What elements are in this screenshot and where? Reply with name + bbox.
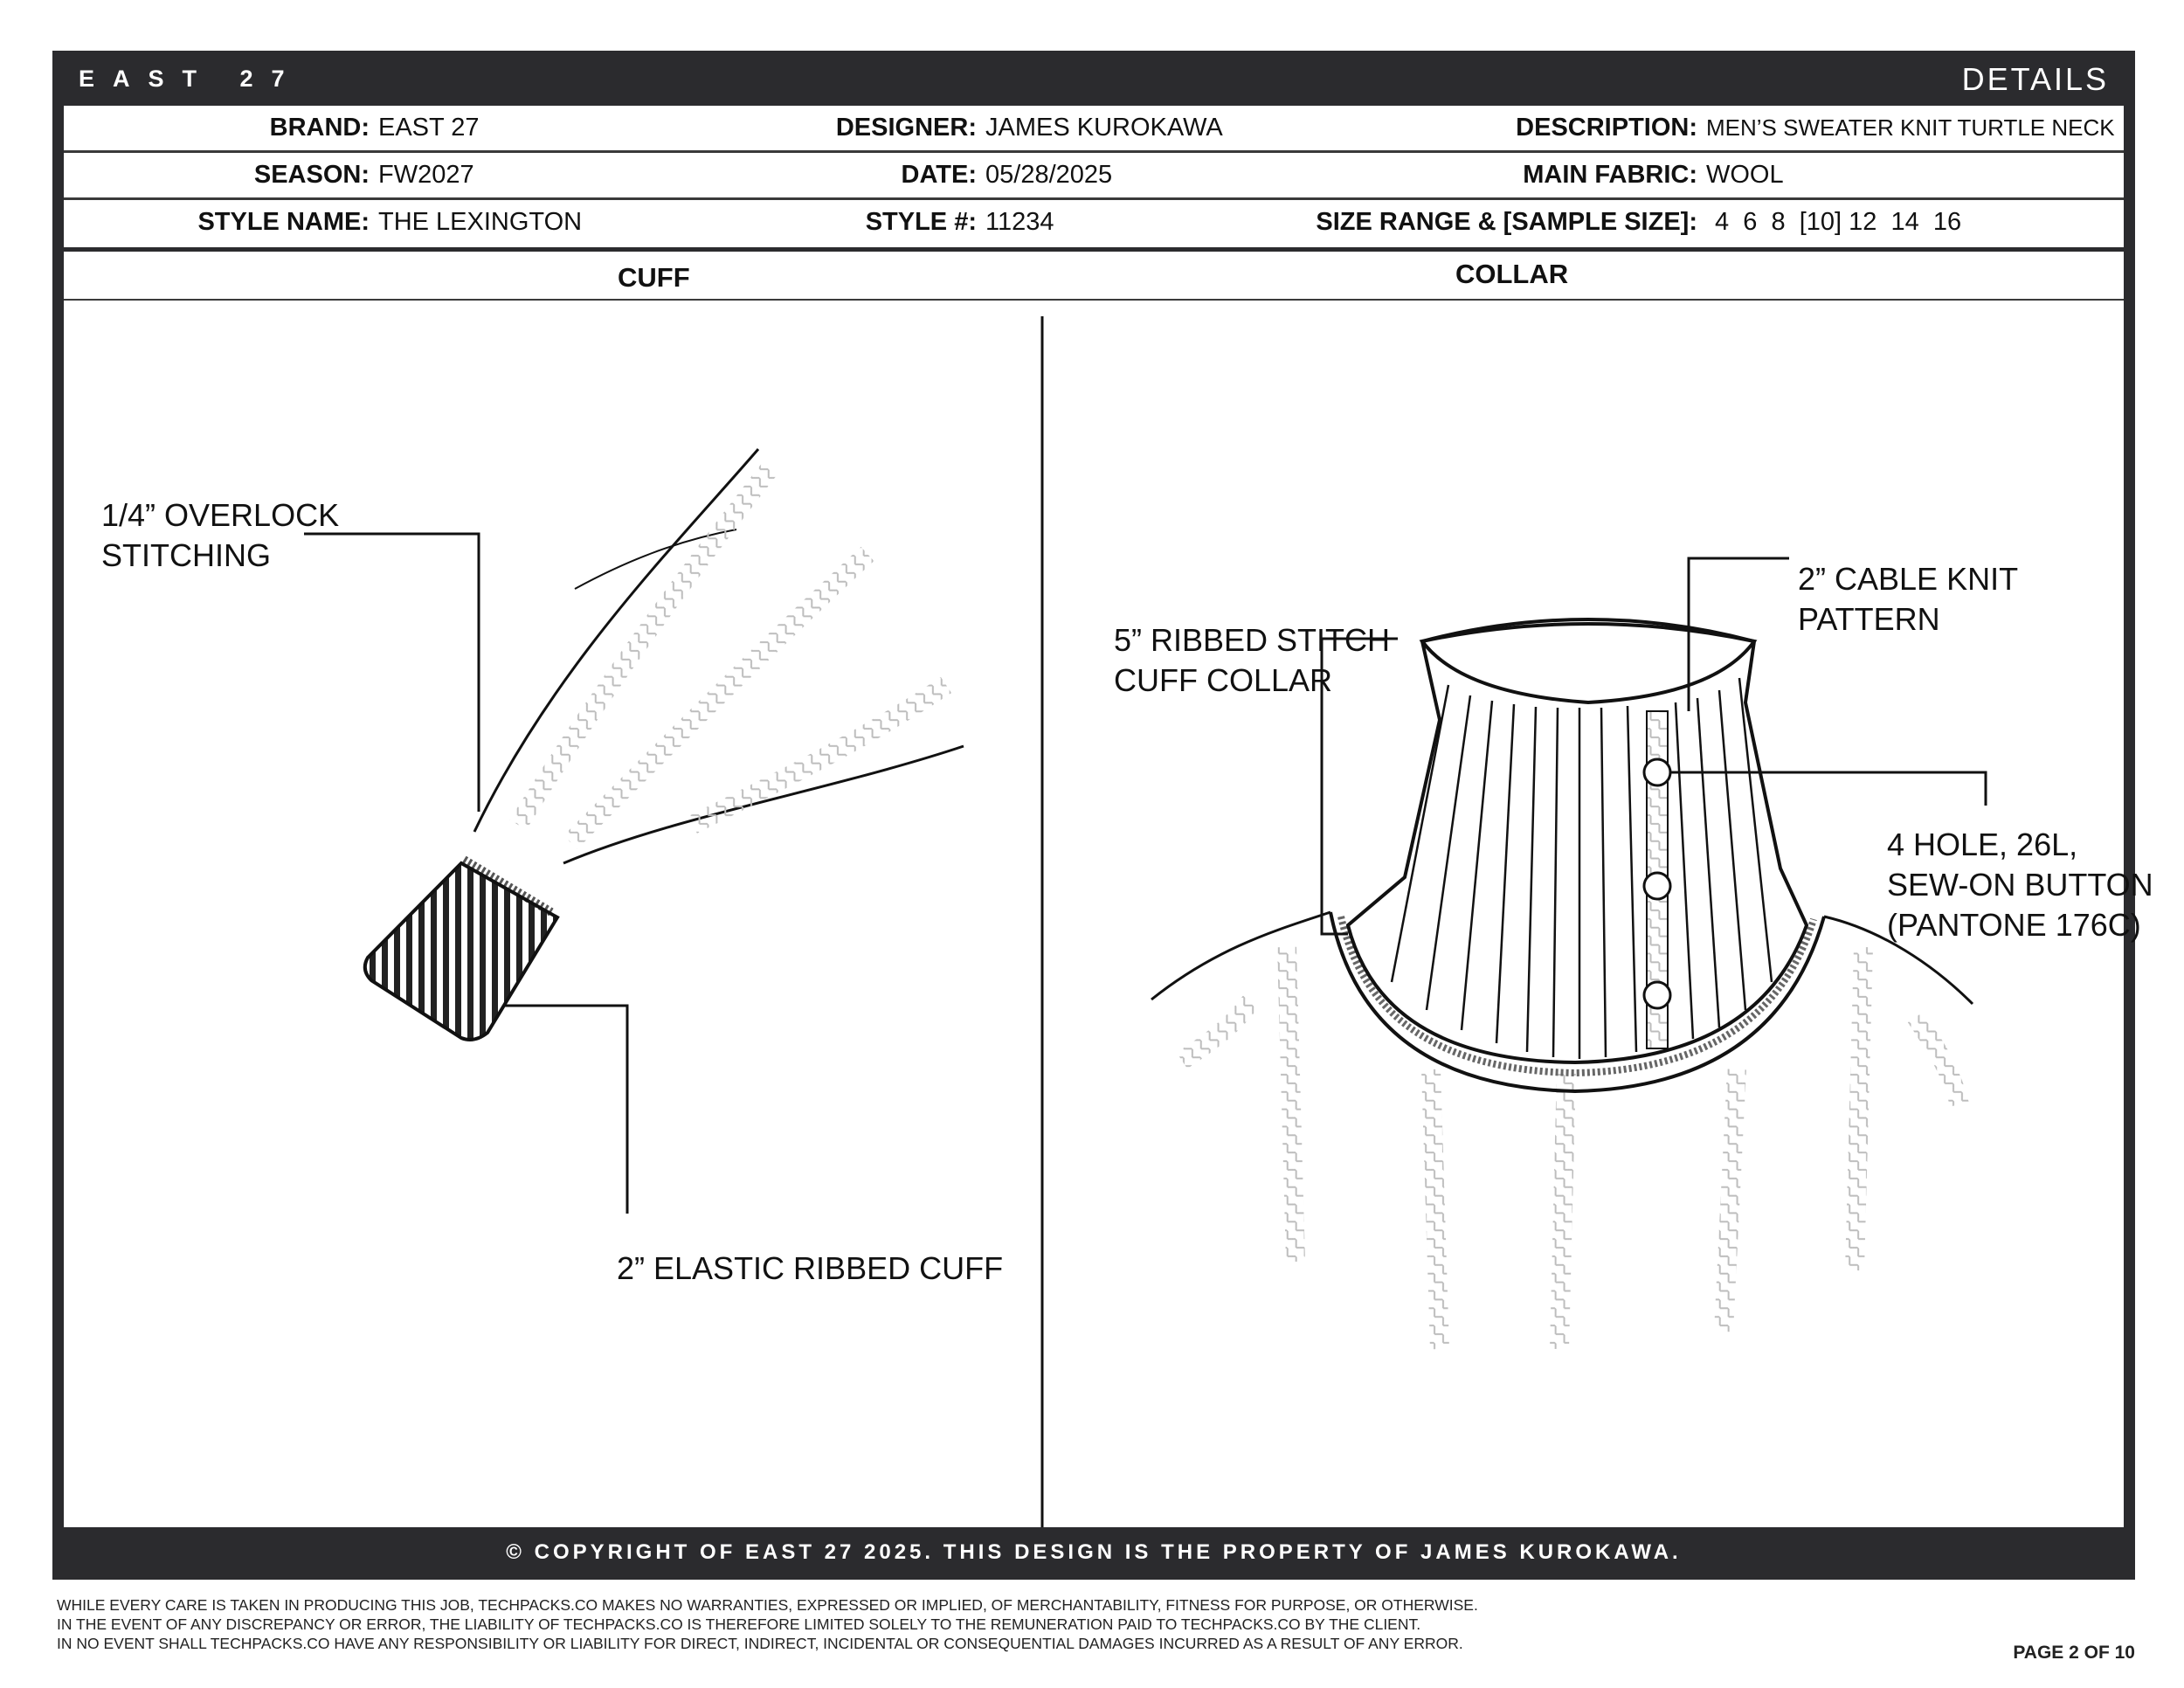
brand-label: BRAND: [269,113,370,142]
info-row-3: STYLE NAME: THE LEXINGTON STYLE #: 11234… [64,200,2124,252]
size-range-label: SIZE RANGE & [SAMPLE SIZE]: [1316,207,1697,236]
turtleneck-sketch [1151,618,1974,1350]
drawing-area: 1/4” OVERLOCK STITCHING 2” ELASTIC RIBBE… [64,301,2153,1527]
overlock-callout: 1/4” OVERLOCK STITCHING [101,497,340,573]
button-callout: 4 HOLE, 26L, SEW-ON BUTTON (PANTONE 176C… [1887,827,2153,943]
info-row-2: SEASON: FW2027 DATE: 05/28/2025 MAIN FAB… [64,153,2124,200]
fabric-label: MAIN FABRIC: [1523,160,1697,189]
collar-section-title: COLLAR [1455,259,1569,289]
disclaimer-line-3: IN NO EVENT SHALL TECHPACKS.CO HAVE ANY … [57,1635,1463,1652]
ribbed-collar-callout: 5” RIBBED STITCH CUFF COLLAR [1114,622,1391,698]
ribbed-cuff [363,861,560,1041]
description-label: DESCRIPTION: [1516,113,1697,142]
disclaimer-line-2: IN THE EVENT OF ANY DISCREPANCY OR ERROR… [57,1615,1421,1633]
elastic-cuff-callout: 2” ELASTIC RIBBED CUFF [617,1250,1004,1286]
button-2-icon [1642,871,1672,901]
style-name-value: THE LEXINGTON [378,207,583,236]
overlock-leader [304,532,480,812]
date-value: 05/28/2025 [985,160,1113,189]
brand-wordmark: EAST 27 [79,66,303,92]
details-panel: BRAND: EAST 27 DESIGNER: JAMES KUROKAWA … [64,106,2153,1527]
copyright-band: © COPYRIGHT OF EAST 27 2025. THIS DESIGN… [52,1527,2135,1580]
style-name-label: STYLE NAME: [197,207,370,236]
disclaimer-line-1: WHILE EVERY CARE IS TAKEN IN PRODUCING T… [57,1596,1478,1614]
button-3-icon [1642,980,1672,1010]
sketch-canvas [304,316,1987,1527]
top-bar: EAST 27 DETAILS [52,51,2135,106]
designer-label: DESIGNER: [835,113,977,142]
button-1-icon [1642,758,1672,787]
style-number-value: 11234 [985,207,1054,236]
disclaimer: WHILE EVERY CARE IS TAKEN IN PRODUCING T… [57,1595,1478,1653]
size-range-value: 4 6 8 [10] 12 14 16 [1715,207,1962,236]
section-header-row: CUFF COLLAR [64,252,2124,301]
page-title: DETAILS [1961,61,2109,97]
cable-knit-leader [1687,557,1789,711]
sleeve-cable-1 [509,460,779,830]
sleeve-sketch [363,448,964,1041]
cuff-section-title: CUFF [618,262,690,293]
designer-value: JAMES KUROKAWA [985,113,1223,142]
fabric-value: WOOL [1706,160,1784,189]
page-number: PAGE 2 OF 10 [2013,1643,2135,1663]
tech-pack-sheet: EAST 27 DETAILS BRAND: EAST 27 DESIGNER:… [52,51,2153,1580]
style-number-label: STYLE #: [865,207,977,236]
button-leader [1671,771,1987,806]
description-value: MEN’S SWEATER KNIT TURTLE NECK [1706,114,2115,141]
brand-value: EAST 27 [378,113,480,142]
turtleneck-collar [1345,618,1809,1065]
elastic-cuff-leader [505,1004,629,1214]
season-label: SEASON: [253,160,370,189]
season-value: FW2027 [378,160,474,189]
ribbed-collar-leader [1320,637,1398,936]
date-label: DATE: [901,160,977,189]
cable-knit-callout: 2” CABLE KNIT PATTERN [1798,561,2019,637]
copyright-text: © COPYRIGHT OF EAST 27 2025. THIS DESIGN… [506,1540,1682,1564]
sleeve-cable-2 [563,546,874,849]
sleeve-cable-3 [688,676,952,834]
info-row-1: BRAND: EAST 27 DESIGNER: JAMES KUROKAWA … [64,106,2124,153]
